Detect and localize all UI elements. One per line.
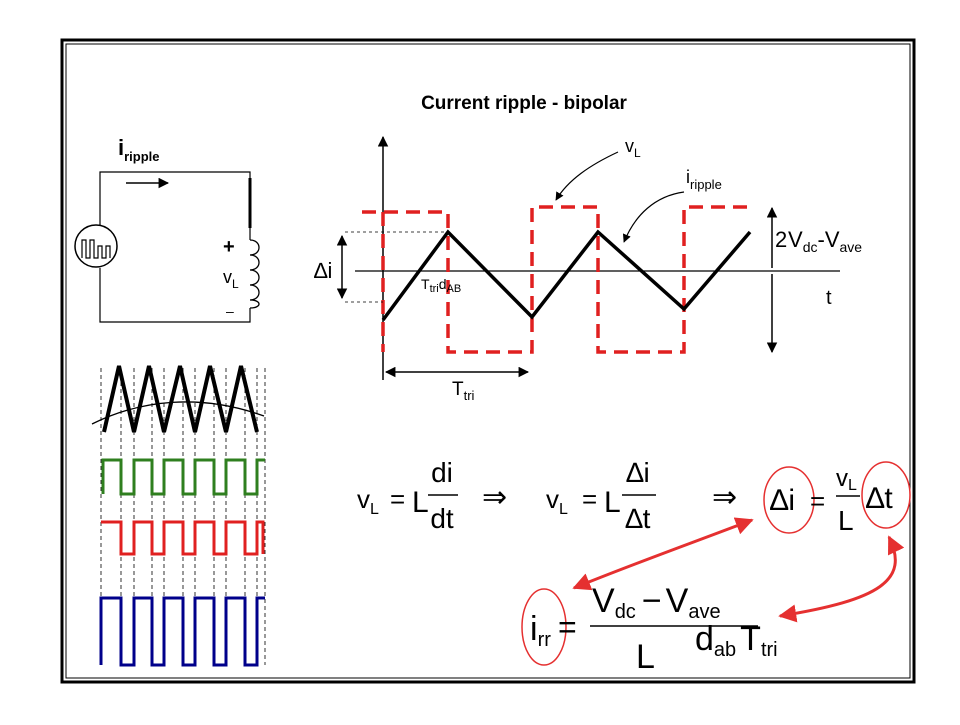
pwm-green-wave	[101, 458, 265, 496]
annotation-arrow-delta-t-to-dT	[778, 535, 905, 623]
eq3-equals: =	[810, 486, 825, 516]
inductor-icon	[249, 239, 260, 309]
vl-callout-arrow	[555, 151, 619, 201]
pwm-red-wave	[101, 520, 265, 556]
amplitude-two: 2	[775, 227, 787, 252]
equation-2: vL = L ∆i ∆t ⇒	[546, 457, 737, 534]
pwm-triangle-carrier	[102, 365, 259, 433]
iripple-callout-label: iripple	[686, 167, 722, 192]
eq3-numerator: vL	[836, 465, 857, 494]
circuit-wire-bottom	[99, 268, 251, 323]
eq4-denominator: L	[636, 638, 655, 676]
eq2-numerator: ∆i	[626, 457, 649, 488]
eq3-delta-t-circle	[861, 461, 911, 529]
circuit-current-label: iripple	[118, 135, 160, 164]
eq2-denominator: ∆t	[626, 503, 651, 534]
pwm-waveforms	[91, 365, 266, 667]
period-label: Ttri	[452, 379, 475, 403]
pwm-sine-reference	[91, 401, 265, 425]
circuit-diagram: iripple + vL –	[74, 135, 260, 323]
eq1-denominator: dt	[430, 503, 454, 534]
eq4-irr-circle	[521, 588, 567, 666]
square-wave-symbol-icon	[81, 239, 111, 259]
iripple-callout-arrow	[622, 191, 685, 243]
implies-2: ⇒	[712, 481, 737, 514]
circuit-minus-sign: –	[226, 303, 234, 319]
eq4-equals: =	[558, 609, 577, 645]
eq3-delta-i-circle	[763, 466, 815, 534]
voltage-source-icon	[74, 224, 118, 268]
eq4-lhs: irr	[530, 610, 551, 651]
eq2-inductance: L	[604, 486, 621, 519]
eq1-inductance: L	[412, 486, 429, 519]
t-axis-label: t	[826, 287, 832, 309]
eq3-denominator: L	[838, 505, 854, 536]
implies-1: ⇒	[482, 481, 507, 514]
equation-1: vL = L di dt ⇒	[357, 457, 507, 534]
annotation-arrow-delta-i-to-irr	[572, 517, 754, 591]
delta-i-label: ∆i	[314, 258, 332, 283]
eq1-numerator: di	[431, 457, 453, 488]
slide-frame-inner	[65, 43, 911, 679]
eq1-lhs: vL	[357, 484, 379, 518]
eq2-lhs: vL	[546, 484, 568, 518]
eq2-equals: =	[582, 484, 597, 514]
slide-frame	[60, 38, 916, 684]
red-annotation-arrows	[572, 517, 905, 623]
vl-callout-label: vL	[625, 136, 641, 160]
duty-label: TtridAB	[421, 276, 461, 295]
eq1-equals: =	[390, 484, 405, 514]
amplitude-label: Vdc-Vave	[788, 227, 862, 255]
waveform-diagram: t ∆i TtridAB Ttri 2 Vdc-Vave vL	[314, 135, 862, 403]
eq4-numerator: Vdc−Vave	[592, 582, 721, 623]
slide-title: Current ripple - bipolar	[421, 93, 627, 114]
circuit-voltage-label: vL	[223, 267, 239, 291]
equation-3: ∆i = vL L ∆t	[763, 461, 911, 536]
circuit-wire	[99, 171, 251, 240]
pwm-blue-wave	[99, 596, 265, 667]
vl-square-wave	[362, 205, 752, 354]
circuit-plus-sign: +	[223, 236, 235, 258]
iripple-triangle-wave	[381, 229, 752, 322]
eq3-rhs: ∆t	[866, 482, 893, 515]
eq3-lhs: ∆i	[770, 484, 795, 517]
